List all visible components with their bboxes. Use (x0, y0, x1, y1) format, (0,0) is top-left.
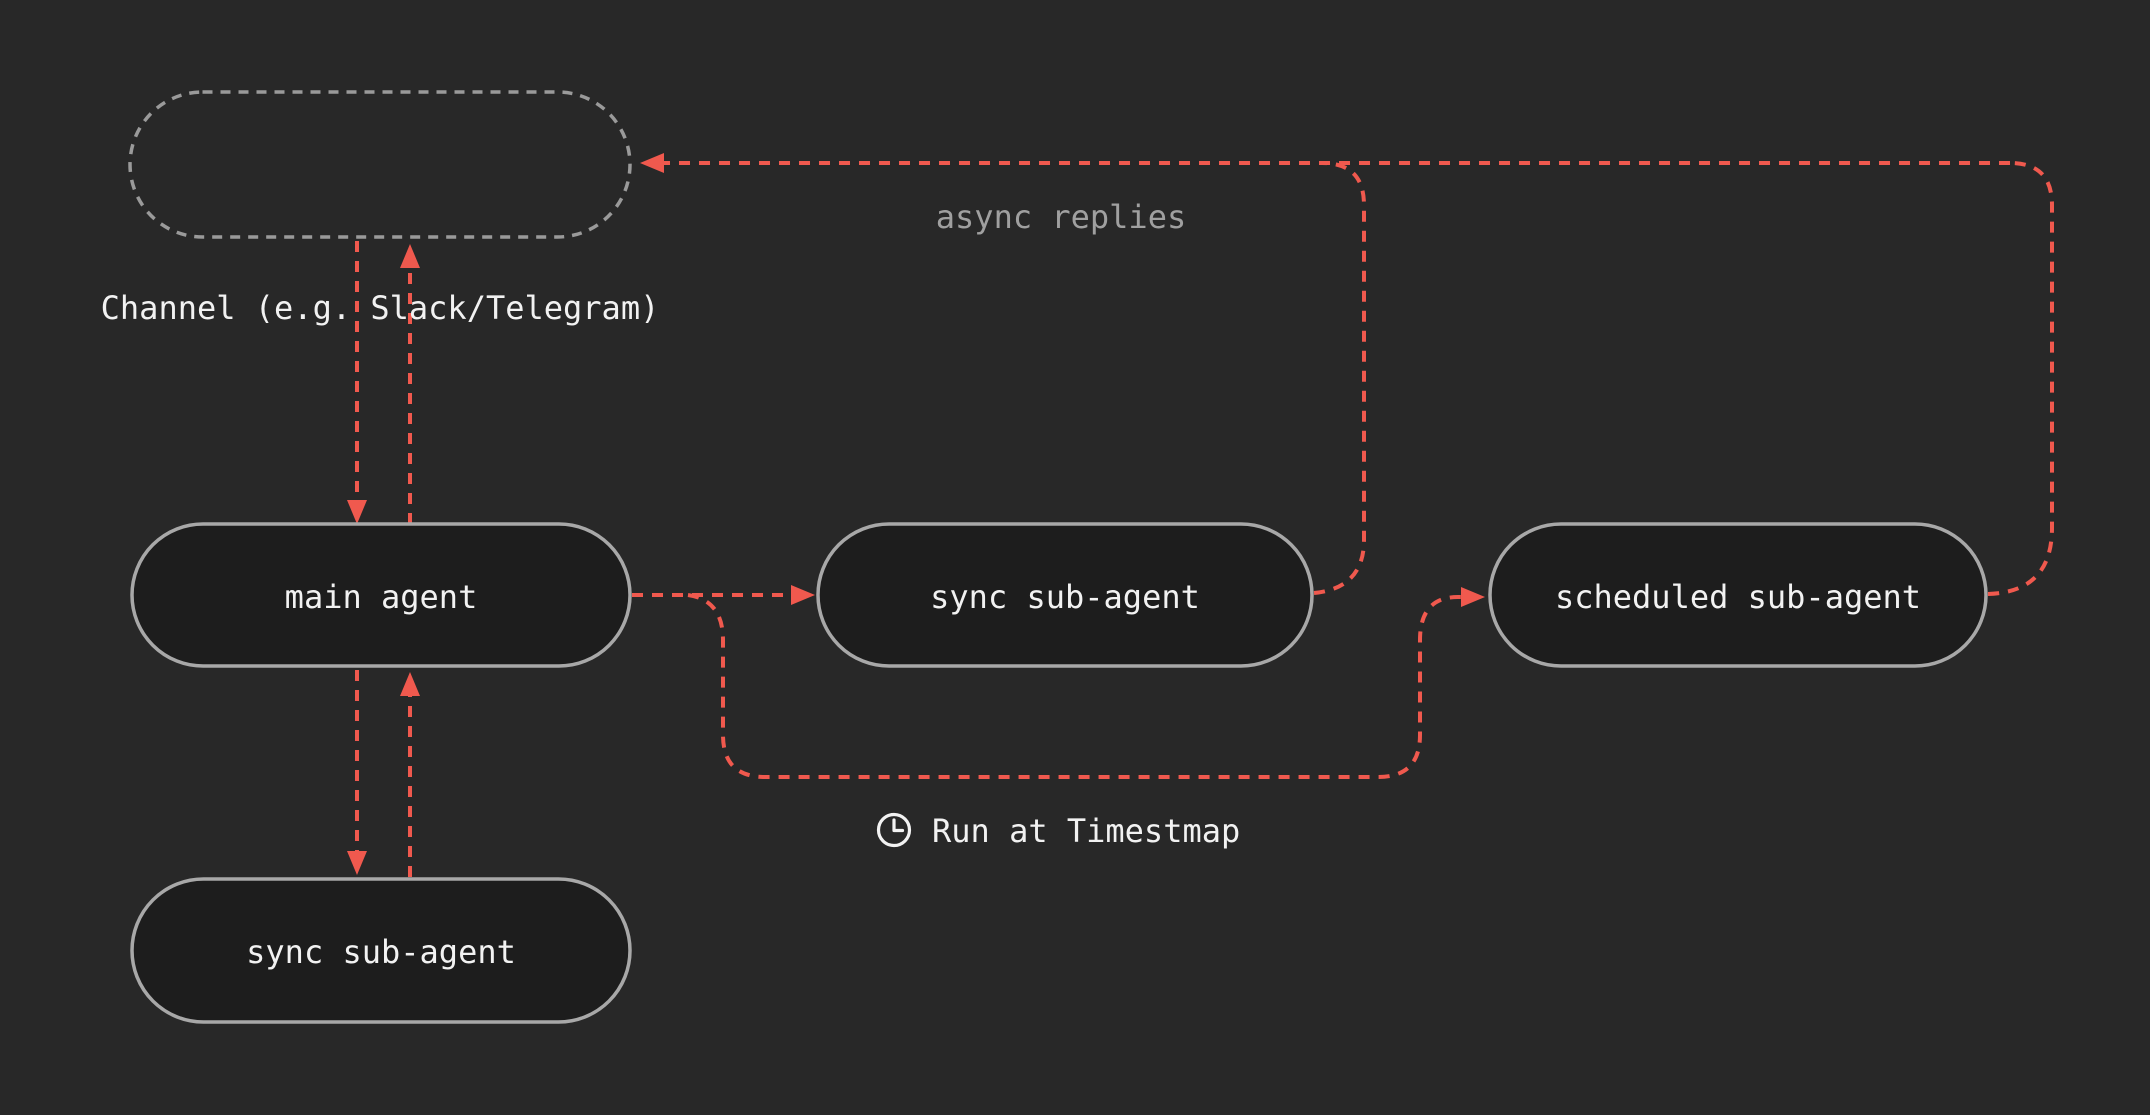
edge-sync-sub-agent-async-connector (1313, 161, 1366, 595)
channel-caption: Channel (e.g. Slack/Telegram) (101, 289, 660, 327)
run-at-timestamp-label: Run at Timestmap (932, 812, 1240, 850)
scheduled-sub-agent-label: scheduled sub-agent (1555, 578, 1921, 616)
edge-main-agent-to-scheduled-sub-agent (687, 587, 1485, 779)
main-agent-label: main agent (285, 578, 478, 616)
node-sync-sub-agent (816, 522, 1314, 668)
edge-scheduled-sub-agent-async-connector (1987, 161, 2054, 596)
node-main-agent (130, 522, 632, 668)
node-scheduled-sub-agent (1488, 522, 1988, 668)
sync-sub-agent-2-label: sync sub-agent (246, 933, 516, 971)
async-replies-label: async replies (936, 198, 1186, 236)
clock-icon (876, 812, 912, 848)
sync-sub-agent-label: sync sub-agent (930, 578, 1200, 616)
node-channel (128, 90, 632, 239)
node-sync-sub-agent-2 (130, 877, 632, 1024)
